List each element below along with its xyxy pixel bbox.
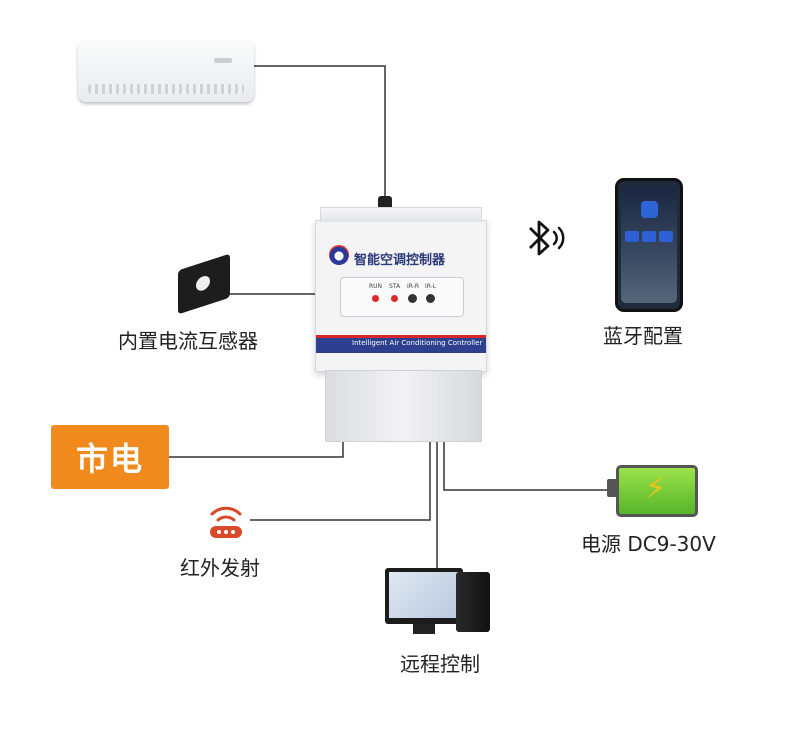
led-label-ir-l: IR-L [425,283,437,290]
phone-screen [621,187,677,303]
app-tile [642,231,656,242]
power-wire [443,440,607,491]
led-sta [391,295,398,302]
ac-vent [88,84,244,94]
ct-hole [196,274,210,293]
led-run [372,295,379,302]
monitor-screen [389,572,459,618]
ir-wire [250,440,431,521]
controller-subtitle: Intelligent Air Conditioning Controller [352,339,483,347]
ir-emit-label: 红外发射 [180,556,260,580]
app-tile [625,231,639,242]
battery-terminal [607,479,616,497]
power-label: 电源 DC9-30V [581,532,716,556]
ac-logo [214,58,232,63]
led-label-sta: STA [389,283,401,290]
app-tile [659,231,673,242]
monitor [385,568,463,624]
led-label-run: RUN [369,283,383,290]
lightning-icon: ⚡ [645,471,667,506]
controller-title: 智能空调控制器 [354,253,446,268]
smartphone [615,178,683,312]
app-icon [641,201,658,218]
controller-unit: 智能空调控制器 RUN STA IR-R IR-L Intelligent Ai… [315,207,487,372]
remote-control-label: 远程控制 [400,652,480,676]
air-conditioner [78,40,254,102]
current-sensor-label: 内置电流互感器 [118,329,258,353]
led-ir-l [426,294,435,303]
led-panel: RUN STA IR-R IR-L [340,277,464,317]
bluetooth-icon [529,220,565,256]
ir-emitter-icon [210,506,242,538]
battery-icon: ⚡ [616,465,698,517]
led-label-ir-r: IR-R [407,283,420,290]
led-ir-r [408,294,417,303]
ac-wire [254,65,386,196]
mains-wire [169,440,344,458]
controller-base [325,370,482,442]
controller-cap [320,207,482,222]
brand-logo-icon [329,245,349,265]
controller-red-line [316,335,486,338]
monitor-stand [413,624,435,634]
controller-stripe [316,337,486,353]
bluetooth-config-label: 蓝牙配置 [603,324,683,348]
mains-badge: 市电 [51,425,169,489]
pc-tower [456,572,490,632]
